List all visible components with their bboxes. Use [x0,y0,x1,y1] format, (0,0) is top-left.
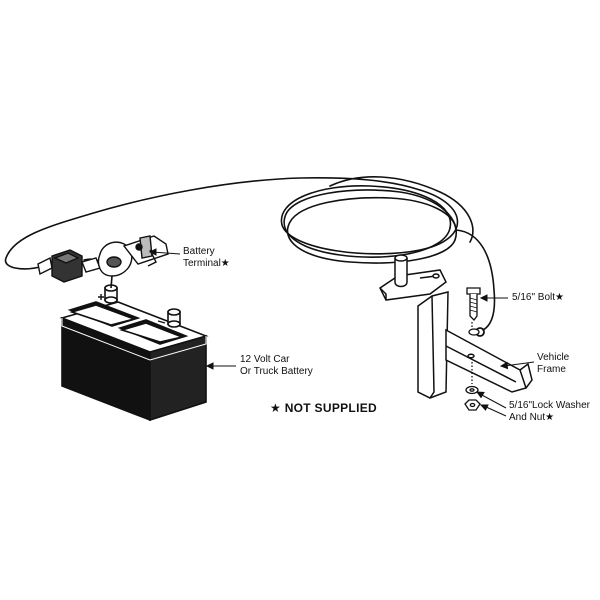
minus-mark [157,320,166,324]
arrow-lock-washer [479,393,507,409]
lock-washer-and-nut [464,362,481,411]
arrow-nut [483,405,507,417]
wire-main-run [4,177,421,270]
label-lock-washer-nut: 5/16"Lock Washer And Nut★ [509,400,590,424]
label-bolt-text: 5/16" Bolt★ [512,292,564,303]
mounting-bracket [379,254,447,301]
negative-terminal [167,308,181,328]
wire-coil-loop-2 [283,189,458,258]
label-battery: 12 Volt Car Or Truck Battery [240,354,313,378]
arrow-vehicle-frame [503,361,535,367]
plus-mark [98,294,104,300]
label-battery-terminal-line-1: Battery [183,246,215,257]
label-battery-line-2: Or Truck Battery [240,366,313,377]
bolt [466,287,481,336]
frame-horizontal-channel [445,328,527,393]
label-lock-washer-line-2: And Nut★ [509,412,555,423]
label-battery-terminal: Battery Terminal★ [183,246,230,270]
label-vehicle-frame-line-1: Vehicle [537,352,570,363]
label-battery-terminal-line-2: Terminal★ [183,258,230,269]
wire-coil-loop-5 [329,176,474,243]
callout-arrows [148,248,535,417]
label-vehicle-frame-line-2: Frame [537,364,566,375]
arrow-battery-terminal [151,251,181,255]
wire-coil-loop-1 [280,185,459,255]
label-battery-line-1: 12 Volt Car [240,354,290,365]
inline-connector [37,249,101,283]
vehicle-frame [417,291,533,399]
label-vehicle-frame: Vehicle Frame [537,352,569,376]
not-supplied-note: ★ NOT SUPPLIED [270,401,377,415]
battery-clamp [97,235,169,277]
label-lock-washer-line-1: 5/16"Lock Washer [509,400,590,411]
mounting-post [394,258,408,288]
label-bolt: 5/16" Bolt★ [512,292,564,304]
battery [59,275,209,422]
